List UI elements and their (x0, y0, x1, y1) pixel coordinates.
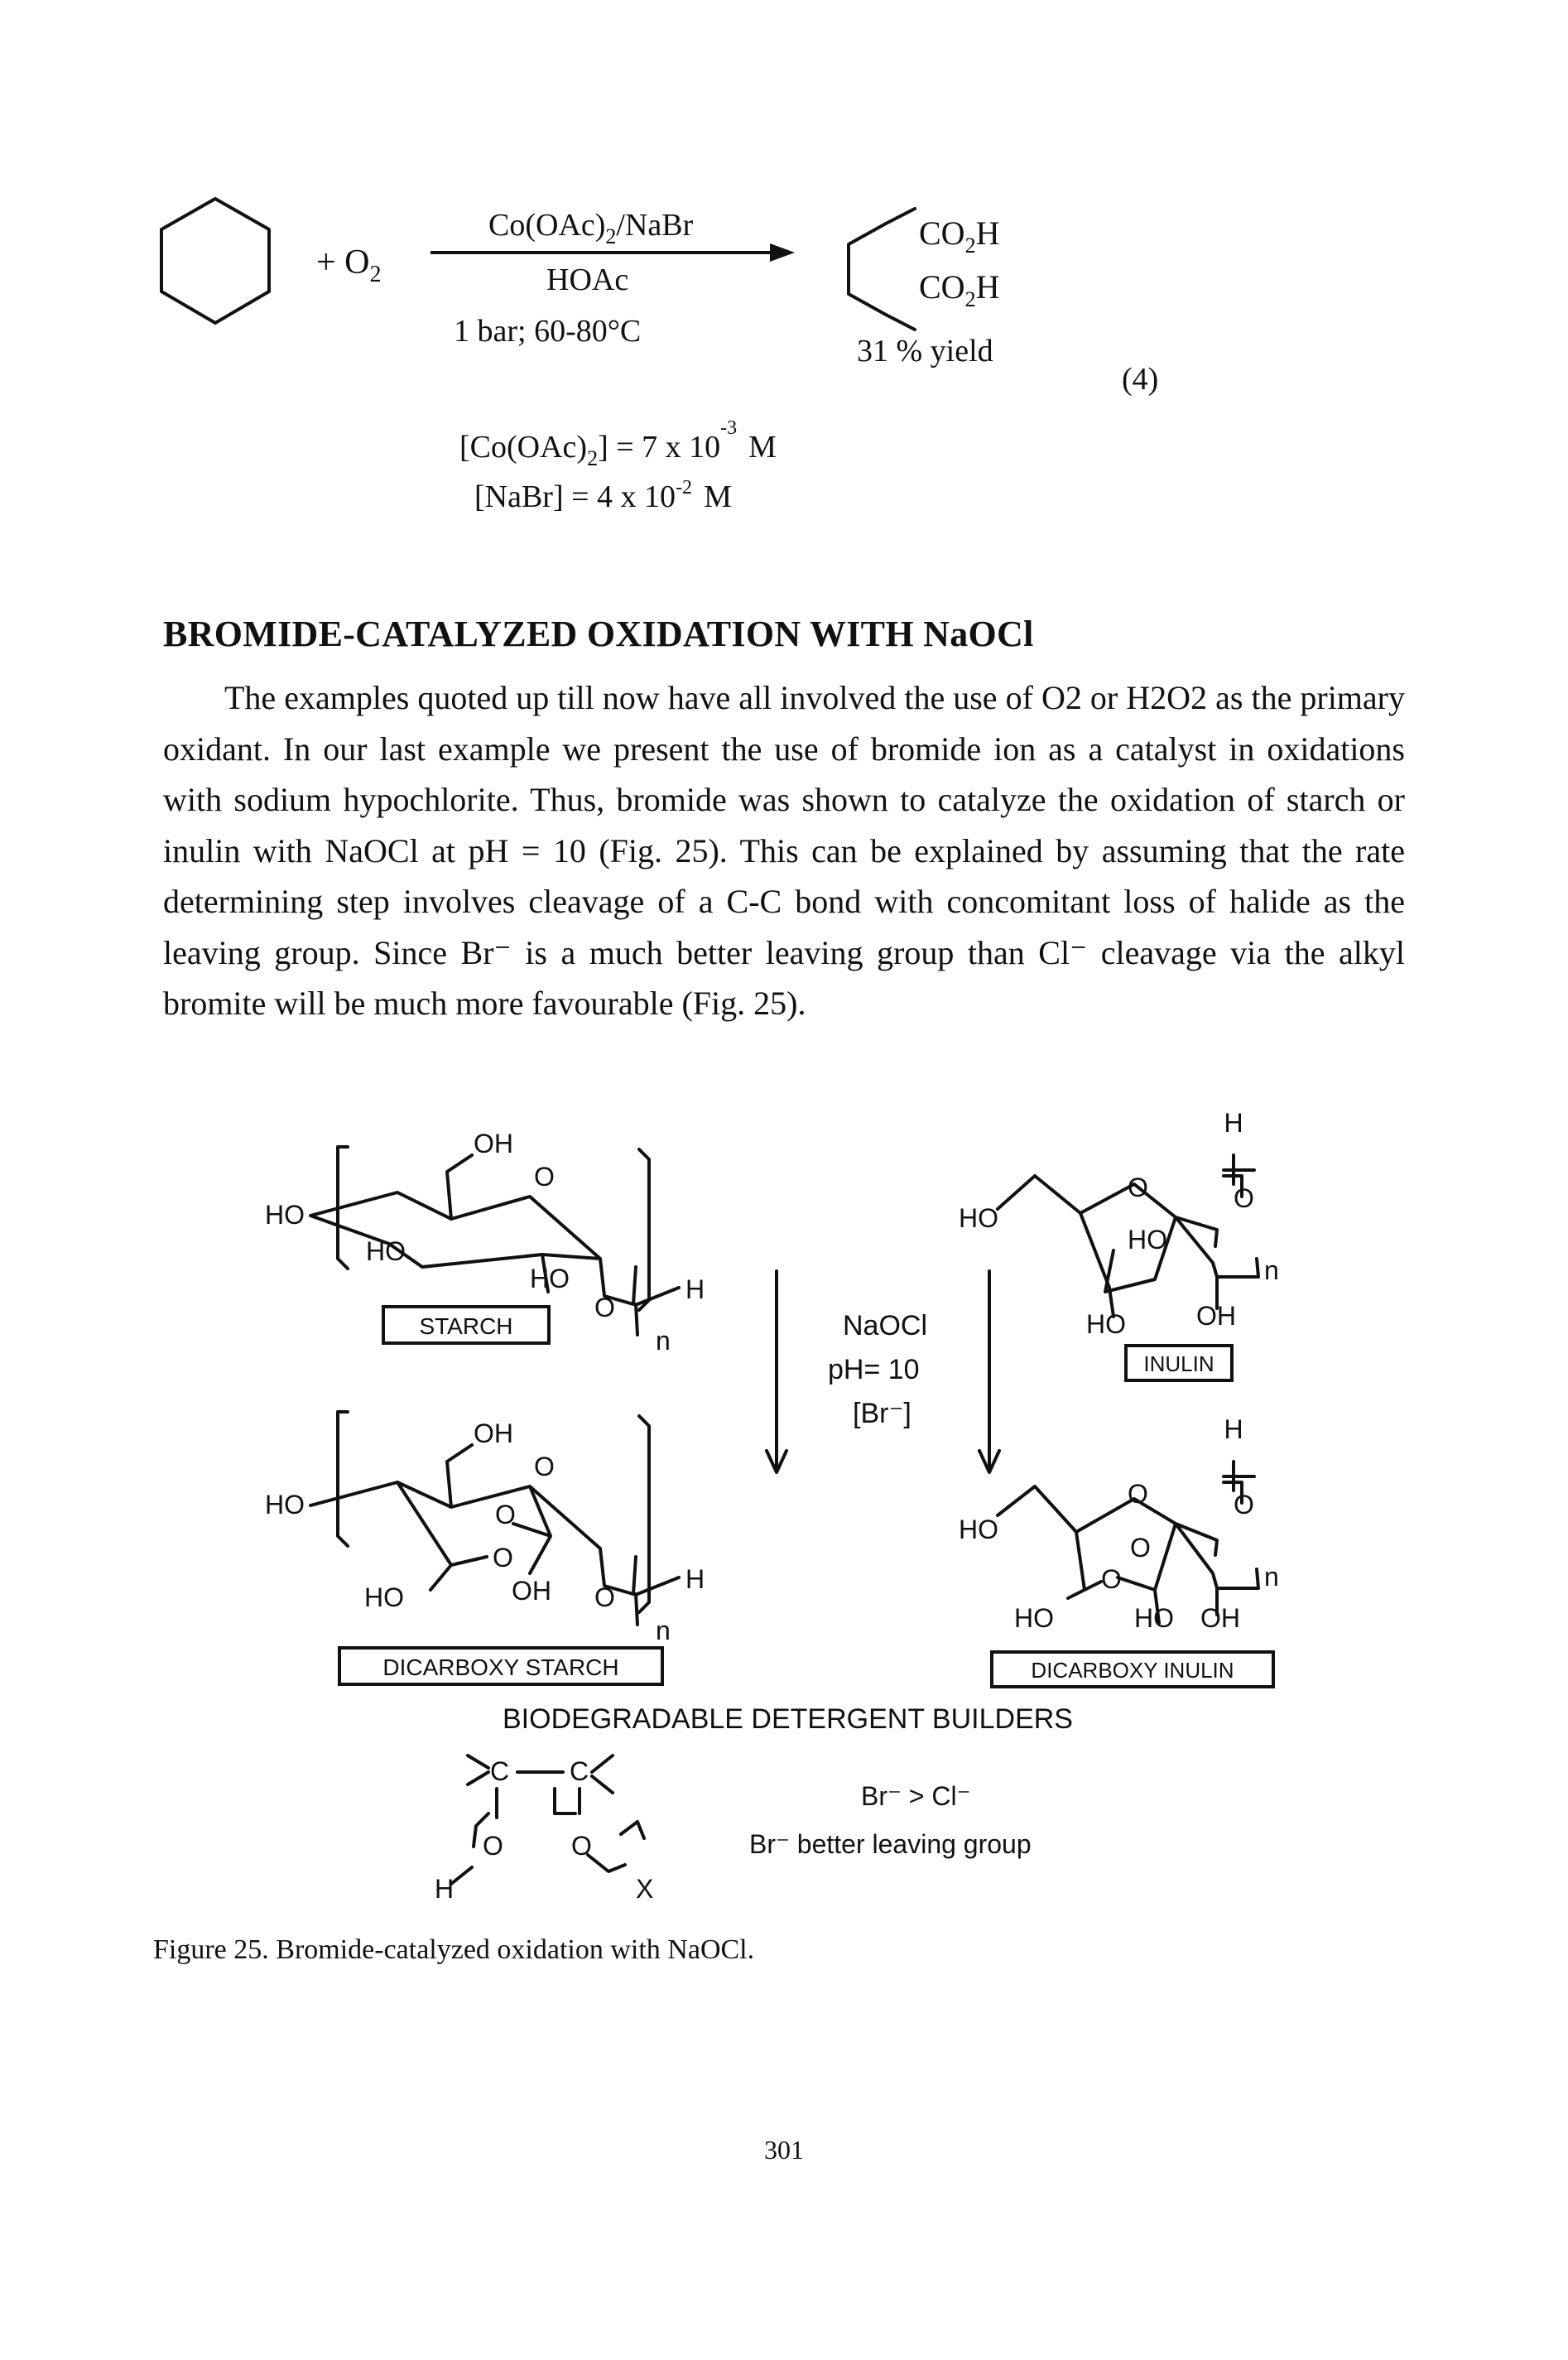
mechanism-hydrogen: H (435, 1874, 454, 1904)
dinulin-h: H (1224, 1414, 1243, 1444)
left-arrowhead (765, 1449, 788, 1474)
mechanism-carbon-2: C (570, 1756, 589, 1786)
starch-label-box (382, 1305, 551, 1345)
inulin-ho-3: HO (1086, 1309, 1126, 1339)
dstarch-bracket-right (637, 1414, 651, 1614)
dstarch-carbonyl-o-2: O (495, 1500, 516, 1529)
starch-ring (309, 1191, 602, 1269)
inulin-oh: OH (1196, 1301, 1236, 1331)
inulin-top-bracket (1222, 1154, 1256, 1198)
starch-h: H (685, 1274, 705, 1304)
dstarch-ch2oh-label: OH (474, 1418, 513, 1448)
dinulin-skeleton (996, 1485, 1260, 1625)
reagent-naocl: NaOCl (843, 1310, 927, 1341)
leaving-group-text: Br⁻ better leaving group (749, 1829, 1032, 1859)
dstarch-ho-2: HO (364, 1582, 404, 1612)
body-paragraph: The examples quoted up till now have all… (163, 679, 1405, 1022)
conditions-text: 1 bar; 60-80°C (454, 314, 641, 349)
mechanism-bonds (466, 1754, 614, 1819)
starch-bracket-right (637, 1148, 651, 1312)
dinulin-ho-2: HO (1014, 1603, 1054, 1633)
builders-text: BIODEGRADABLE DETERGENT BUILDERS (503, 1703, 1073, 1735)
starch-ring-oxygen: O (534, 1162, 555, 1192)
inulin-skeleton (996, 1174, 1260, 1318)
equation-number: (4) (1122, 362, 1158, 397)
mechanism-carbon-1: C (490, 1756, 509, 1786)
starch-ch2oh-bond (445, 1154, 474, 1221)
dstarch-label-box (338, 1646, 664, 1686)
dinulin-ho-1: HO (959, 1515, 998, 1544)
page-number: 301 (764, 2135, 804, 2165)
starch-ch2oh-label: OH (474, 1129, 513, 1158)
inulin-ring-oxygen: O (1128, 1173, 1148, 1202)
cobalt-concentration: [Co(OAc)2] = 7 x 10-3M (459, 417, 777, 470)
dinulin-label-box (990, 1650, 1275, 1688)
inulin-h: H (1224, 1108, 1243, 1138)
reaction-arrowhead (770, 243, 795, 262)
dstarch-h: H (685, 1564, 705, 1594)
starch-label: STARCH (419, 1313, 512, 1339)
section-heading: BROMIDE-CATALYZED OXIDATION WITH NaOCl (163, 614, 1034, 654)
dicarboxy-starch-label: DICARBOXY STARCH (382, 1654, 618, 1680)
leaving-group-comparison: Br⁻ > Cl⁻ (861, 1781, 970, 1811)
dstarch-ho-1: HO (265, 1490, 305, 1520)
figure-caption: Figure 25. Bromide-catalyzed oxidation w… (153, 1934, 755, 1965)
inulin-ho-2: HO (1128, 1225, 1167, 1255)
dinulin-bridge-oxygen: O (1234, 1490, 1254, 1520)
dinulin-n: n (1264, 1562, 1279, 1592)
inulin-label: INULIN (1143, 1351, 1214, 1376)
starch-bracket-left (336, 1145, 349, 1270)
dstarch-bracket-left (336, 1410, 349, 1548)
dinulin-top-bracket (1222, 1460, 1256, 1505)
yield-text: 31 % yield (857, 334, 993, 368)
mechanism-arrows (450, 1812, 646, 1886)
dinulin-ho-3: HO (1134, 1603, 1174, 1633)
solvent-text: HOAc (546, 262, 628, 297)
dinulin-carbonyl-o-2: O (1101, 1564, 1122, 1594)
dinulin-ring-oxygen: O (1128, 1479, 1148, 1509)
cyclohexane-ring (160, 197, 271, 325)
carboxyl-group-2: CO2H (919, 268, 999, 311)
adipic-acid-chain (847, 207, 916, 331)
reagent-bromide: [Br⁻] (853, 1398, 911, 1429)
mechanism-oxygen-1: O (483, 1831, 503, 1861)
dstarch-ring-oxygen: O (534, 1452, 555, 1481)
starch-ho-3: HO (530, 1264, 570, 1293)
right-arrowhead (978, 1449, 1001, 1474)
dstarch-bridge-oxygen: O (594, 1582, 615, 1612)
reagent-ph: pH= 10 (828, 1354, 920, 1385)
inulin-bridge-oxygen: O (1234, 1183, 1254, 1213)
dstarch-skeleton (309, 1443, 681, 1626)
mechanism-oxygen-2: O (571, 1831, 592, 1861)
starch-bridge-oxygen: O (594, 1293, 615, 1322)
inulin-label-box (1124, 1344, 1234, 1382)
mechanism-halide: X (636, 1874, 653, 1904)
catalyst-text: Co(OAc)2/NaBr (488, 208, 694, 248)
starch-ho-2: HO (366, 1236, 406, 1266)
carboxyl-group-1: CO2H (919, 214, 999, 258)
oxygen-reagent: + O2 (316, 243, 382, 287)
dstarch-n: n (656, 1616, 671, 1645)
inulin-n: n (1264, 1255, 1279, 1285)
dstarch-oh: OH (512, 1576, 551, 1606)
starch-glycosidic-bond (599, 1257, 681, 1337)
starch-oh-bond (541, 1253, 550, 1293)
dinulin-oh: OH (1200, 1603, 1240, 1633)
dinulin-carbonyl-o-1: O (1130, 1533, 1151, 1563)
starch-n: n (656, 1326, 671, 1356)
starch-ho-1: HO (265, 1200, 305, 1230)
inulin-ho-1: HO (959, 1203, 998, 1233)
dstarch-carbonyl-o-1: O (493, 1543, 513, 1573)
dicarboxy-inulin-label: DICARBOXY INULIN (1031, 1658, 1234, 1683)
